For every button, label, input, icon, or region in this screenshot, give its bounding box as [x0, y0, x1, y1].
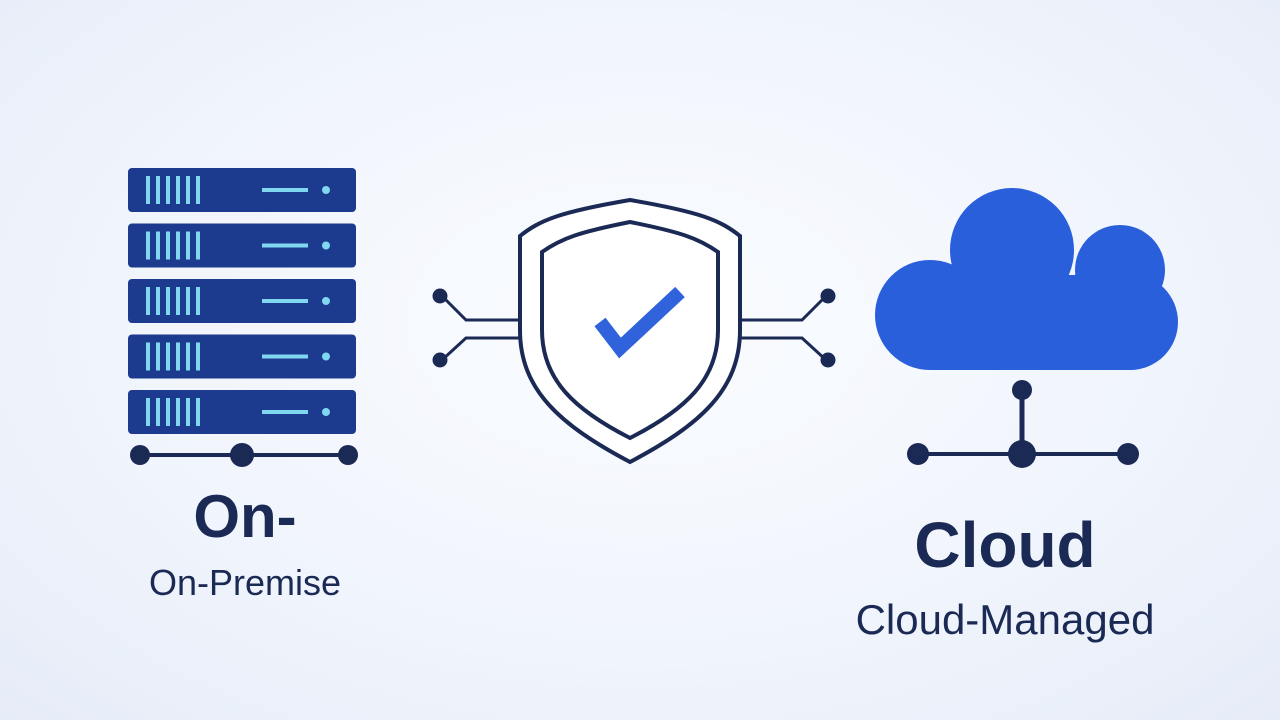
server-unit — [128, 390, 356, 434]
shield-circuit-right — [740, 288, 836, 368]
server-unit — [128, 279, 356, 323]
server-unit — [128, 334, 356, 379]
on-premise-title: On- — [193, 483, 297, 550]
cloud-subtitle: Cloud-Managed — [855, 596, 1155, 643]
cloud-title: Cloud — [914, 509, 1096, 581]
cloud-icon — [875, 188, 1178, 370]
server-unit — [128, 168, 356, 212]
shield-check-icon — [518, 197, 742, 465]
server-unit — [128, 223, 356, 268]
cloud-network-node-icon — [907, 380, 1139, 468]
server-rack-icon — [128, 168, 356, 434]
server-network-node-icon — [130, 443, 358, 467]
on-premise-subtitle: On-Premise — [148, 562, 342, 603]
check-icon — [594, 286, 685, 359]
shield-circuit-left — [432, 288, 520, 368]
